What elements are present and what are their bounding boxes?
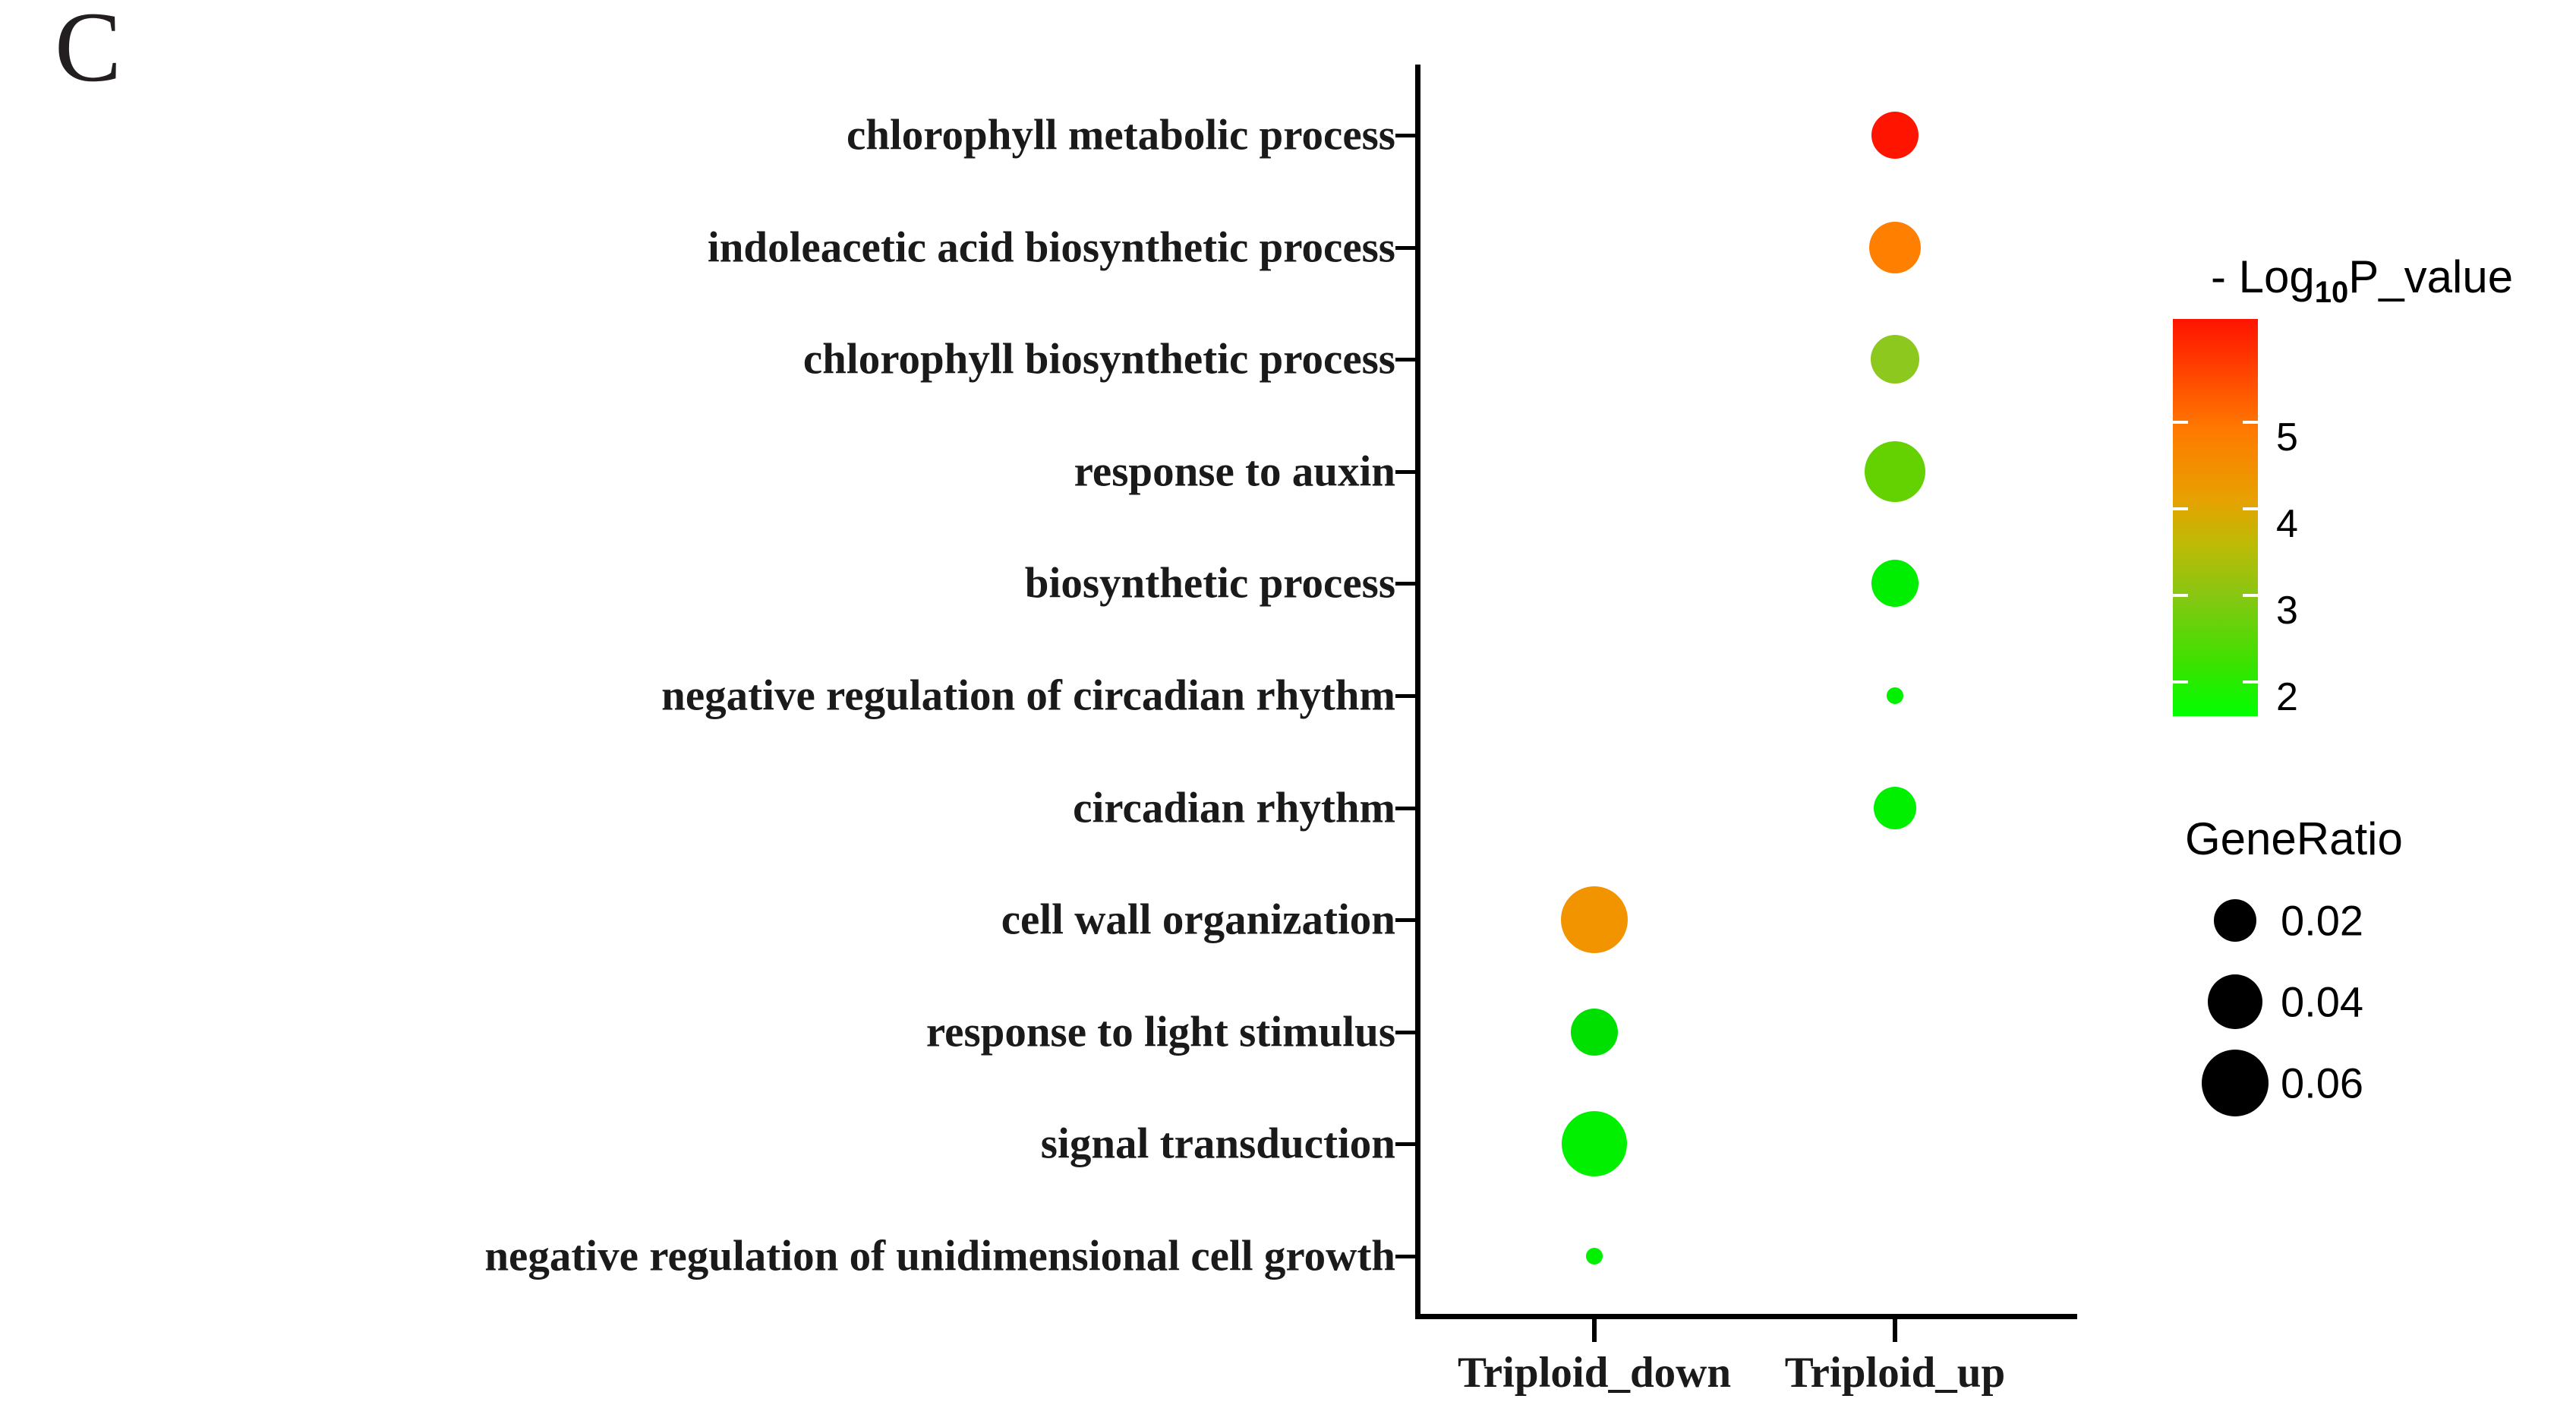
x-axis-label: Triploid_down (1457, 1349, 1732, 1397)
y-axis-line (1415, 65, 1420, 1319)
y-axis-label: response to light stimulus (925, 1008, 1395, 1056)
size-legend: GeneRatio 0.02 0.04 0.06 (2156, 813, 2551, 1132)
bubble-point (1887, 687, 1903, 704)
y-axis-label: circadian rhythm (1073, 784, 1395, 832)
y-axis-label: negative regulation of circadian rhythm (661, 671, 1395, 720)
bubble-point (1871, 560, 1919, 608)
y-axis-label: chlorophyll metabolic process (846, 111, 1395, 159)
size-legend-label: 0.04 (2281, 977, 2363, 1026)
y-axis-tick (1395, 1142, 1415, 1147)
colorbar-tick (2173, 680, 2188, 684)
colorbar-tick (2173, 507, 2188, 511)
colorbar-tick (2243, 680, 2258, 684)
colorbar-tick (2173, 421, 2188, 425)
bubble-point (1871, 112, 1919, 159)
size-legend-dot (2202, 1050, 2269, 1116)
colorbar-tick (2173, 593, 2188, 597)
colorbar-tick (2243, 421, 2258, 425)
y-axis-tick (1395, 1255, 1415, 1258)
bubble-point (1869, 221, 1921, 273)
y-axis-label: indoleacetic acid biosynthetic process (707, 223, 1395, 272)
colorbar-tick-label: 5 (2276, 415, 2298, 460)
size-legend-dot (2214, 899, 2256, 942)
size-legend-dot (2208, 974, 2262, 1029)
y-axis-tick (1395, 694, 1415, 698)
y-axis-tick (1395, 582, 1415, 586)
y-axis-label: signal transduction (1040, 1119, 1395, 1168)
x-axis-label-group: Triploid_down Triploid_up (1415, 1348, 2077, 1409)
colorbar-legend (2173, 319, 2258, 716)
panel-label: C (55, 0, 122, 103)
y-axis-label: cell wall organization (1001, 895, 1395, 944)
colorbar-title: - Log10P_value (2211, 251, 2514, 309)
colorbar-tick (2243, 593, 2258, 597)
y-axis-label: chlorophyll biosynthetic process (802, 335, 1395, 384)
plot-area (1395, 65, 2077, 1342)
colorbar-tick-label: 3 (2276, 588, 2298, 633)
bubble-point (1561, 886, 1628, 954)
x-axis-line (1415, 1314, 2077, 1319)
y-axis-label: response to auxin (1074, 447, 1395, 496)
colorbar-title-subscript: 10 (2314, 276, 2349, 309)
y-axis-tick (1395, 918, 1415, 923)
size-legend-title: GeneRatio (2185, 813, 2403, 864)
y-axis-tick (1395, 469, 1415, 474)
bubble-point (1562, 1111, 1627, 1177)
x-axis-tick (1592, 1319, 1597, 1342)
y-axis-tick (1395, 358, 1415, 362)
colorbar-gradient (2173, 319, 2258, 716)
bubble-point (1571, 1008, 1618, 1056)
size-legend-label: 0.06 (2281, 1059, 2363, 1107)
y-axis-label: negative regulation of unidimensional ce… (484, 1232, 1395, 1280)
size-legend-label: 0.02 (2281, 896, 2363, 945)
bubble-point (1865, 440, 1925, 502)
bubble-point (1586, 1248, 1603, 1265)
colorbar-tick (2243, 507, 2258, 511)
colorbar-tick-label: 4 (2276, 502, 2298, 547)
colorbar-tick-label: 2 (2276, 674, 2298, 719)
y-axis-tick (1395, 134, 1415, 137)
y-axis-label: biosynthetic process (1024, 559, 1395, 608)
y-axis-tick (1395, 806, 1415, 810)
y-axis-label-group: chlorophyll metabolic process indoleaceti… (0, 65, 1395, 1319)
x-axis-label: Triploid_up (1784, 1349, 2006, 1397)
x-axis-tick (1893, 1319, 1897, 1342)
y-axis-tick (1395, 245, 1415, 250)
bubble-point (1871, 335, 1919, 384)
bubble-point (1874, 786, 1916, 829)
y-axis-tick (1395, 1030, 1415, 1034)
